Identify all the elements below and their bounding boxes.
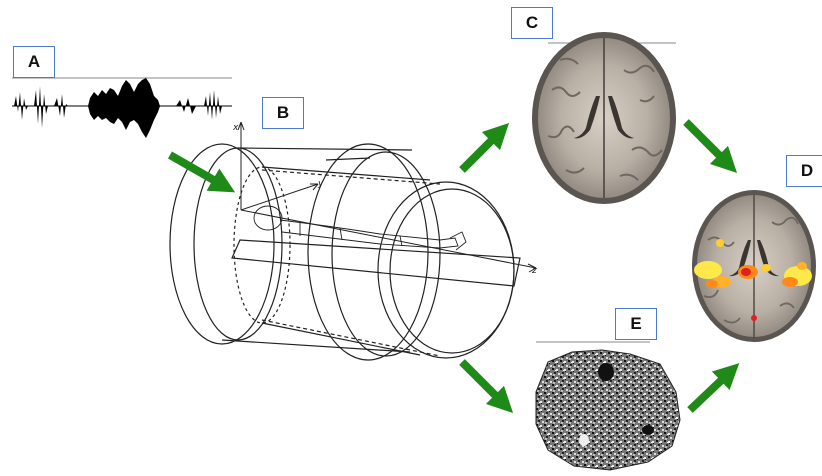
label-e: E [615, 308, 657, 340]
arrow-c-to-d [686, 122, 728, 164]
structural-brain-scan [532, 32, 676, 204]
axis-z [241, 210, 536, 268]
label-a: A [13, 46, 55, 78]
scanner-back-ring-outer [170, 144, 274, 344]
arrow-b-to-e [462, 362, 504, 404]
raw-functional-scan [536, 342, 680, 470]
label-c: C [511, 7, 553, 39]
patient-table [232, 240, 520, 286]
arrow-e-to-d [690, 372, 730, 410]
axis-z-label: z [531, 266, 537, 276]
scanner-front-ring-outer [308, 144, 428, 360]
arrow-a-to-b [170, 155, 224, 186]
mri-scanner [170, 122, 536, 360]
axis-y-label: y [317, 179, 324, 189]
axis-y [241, 184, 318, 210]
arrow-b-to-c [462, 132, 500, 170]
label-d: D [786, 155, 822, 187]
axis-x-label: x [232, 123, 239, 133]
audio-waveform [12, 78, 232, 138]
label-b: B [262, 97, 304, 129]
activation-brain-map [692, 190, 816, 342]
